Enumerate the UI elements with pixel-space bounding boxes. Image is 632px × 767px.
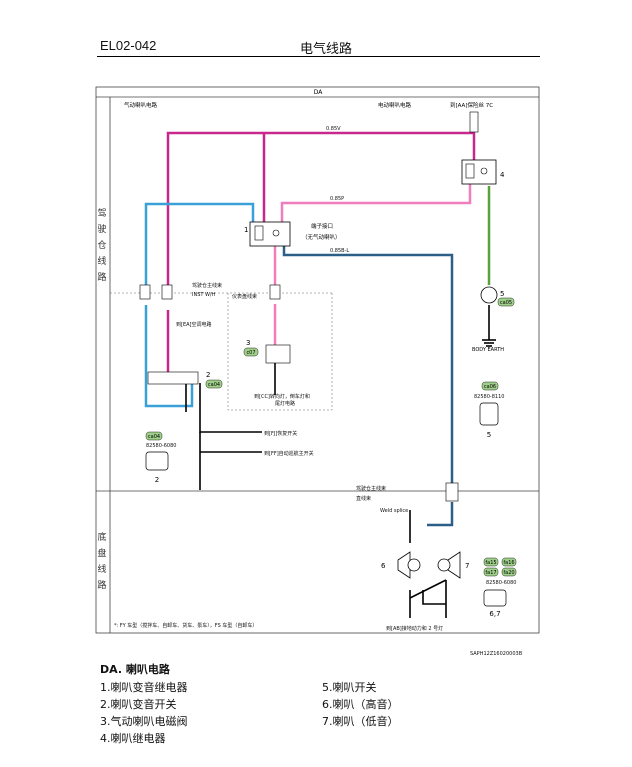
wire-black xyxy=(185,305,496,618)
figure-code: SAPH12Z16020003B xyxy=(470,651,523,657)
to-ground-label: 到[AB]接地动力和 2 号灯 xyxy=(386,625,443,632)
side-label-char: 线 xyxy=(97,563,106,575)
connector-badge: c07 xyxy=(246,350,255,356)
to-cc-label-2: 尾灯电路 xyxy=(275,400,295,407)
relay-1-number: 1 xyxy=(244,226,248,234)
fuse-label: 到[AA]保险丝 7C xyxy=(450,101,493,109)
connectors xyxy=(139,111,479,502)
side-label-char: 路 xyxy=(97,271,106,283)
wire-label: 0.85B-L xyxy=(330,248,349,254)
side-label-char: 仓 xyxy=(97,239,106,251)
terminal-interface-sub: （无气动喇叭） xyxy=(302,233,341,241)
side-label-char: 底 xyxy=(97,531,106,543)
horn-low-number: 7 xyxy=(465,562,469,570)
wiring-diagram: DA 驾 驶 仓 线 路 底 盘 线 路 气动喇叭电路 电动喇叭电路 到[AA]… xyxy=(95,86,540,657)
switch-number: 2 xyxy=(206,371,210,379)
legend-item: 5.喇叭开关 xyxy=(322,681,377,694)
relay-1: 1 xyxy=(244,221,291,247)
side-label-char: 盘 xyxy=(97,547,106,559)
legend-item: 7.喇叭（低音） xyxy=(322,715,399,728)
side-label-char: 线 xyxy=(97,255,106,267)
header-rule xyxy=(97,56,540,57)
connector-faces xyxy=(145,402,507,607)
wire-label: 0.85P xyxy=(330,196,344,202)
wire-blue xyxy=(144,202,255,408)
relay-4: 4 xyxy=(461,159,505,185)
horn-high: 6 xyxy=(381,551,421,579)
left-circuit-title: 气动喇叭电路 xyxy=(124,101,158,109)
legend-item: 4.喇叭继电器 xyxy=(100,732,166,745)
connector-number: 5 xyxy=(487,431,491,439)
legend-item: 2.喇叭变音开关 xyxy=(100,698,177,711)
wire-label: 0.85V xyxy=(326,126,341,132)
legend-title: DA. 喇叭电路 xyxy=(100,663,170,676)
solenoid-number: 3 xyxy=(246,339,250,347)
cab-harness-label: 驾驶仓主线束 xyxy=(192,282,222,289)
diagram-frame xyxy=(95,86,540,634)
connector-badge: ca04 xyxy=(148,434,160,440)
legend-item: 3.气动喇叭电磁阀 xyxy=(100,715,188,728)
inst-wh-label: INST W/H xyxy=(192,292,216,298)
side-label-char: 驶 xyxy=(97,223,106,235)
page-code: EL02-042 xyxy=(100,38,157,53)
horn-low: 7 xyxy=(437,551,469,579)
connector-badge: ca05 xyxy=(500,300,512,306)
side-label-char: 驾 xyxy=(97,208,106,219)
chassis-harness-label: 驾驶仓主线束 xyxy=(356,485,386,492)
connector-badge: fa15 xyxy=(485,560,496,566)
weld-splice-label: Weld splice xyxy=(380,508,408,514)
part-number: 82580-6080 xyxy=(146,443,176,449)
section-label: DA xyxy=(314,89,324,96)
legend-item: 1.喇叭变音继电器 xyxy=(100,681,188,694)
part-number: 82580-8110 xyxy=(474,394,504,400)
connector-badge: ca04 xyxy=(208,382,220,388)
connector-number: 2 xyxy=(155,476,159,484)
horn-high-number: 6 xyxy=(381,562,386,570)
to-ff-label: 到[FF]自动巡航主开关 xyxy=(264,450,314,457)
instrument-harness-label: 仪表盘线束 xyxy=(232,293,257,300)
horn-switch xyxy=(480,286,498,304)
chassis-harness-label-2: 直线束 xyxy=(356,495,371,502)
connector-number: 6,7 xyxy=(489,610,500,618)
to-ac-label: 到[EA]空调电路 xyxy=(176,321,211,328)
side-label-char: 路 xyxy=(97,579,106,591)
horn-switch-number: 5 xyxy=(500,290,504,298)
connector-badge: fa17 xyxy=(485,570,496,576)
relay-4-number: 4 xyxy=(500,171,505,179)
connector-badge: fa20 xyxy=(503,570,514,576)
wire-pink xyxy=(273,182,472,345)
wire-violet xyxy=(166,131,476,372)
to-fj-label: 到[FJ]恢复开关 xyxy=(264,430,297,437)
connector-badge: fa16 xyxy=(503,560,514,566)
connector-badge: ca06 xyxy=(484,384,496,390)
body-earth-label: BODY EARTH xyxy=(472,347,504,353)
part-number: 82580-6080 xyxy=(486,580,516,586)
terminal-interface-label: 端子接口 xyxy=(311,222,333,230)
wire-dark-blue xyxy=(282,246,454,527)
legend-item: 6.喇叭（高音） xyxy=(322,698,399,711)
vehicle-note: *: FY 车型（搅拌车、自卸车、货车、泵车），FS 车型（自卸车） xyxy=(114,622,257,629)
right-circuit-title: 电动喇叭电路 xyxy=(378,101,412,109)
to-cc-label: 到[CC]转向灯，倒车灯和 xyxy=(254,393,310,400)
page-title: 电气线路 xyxy=(300,42,353,57)
